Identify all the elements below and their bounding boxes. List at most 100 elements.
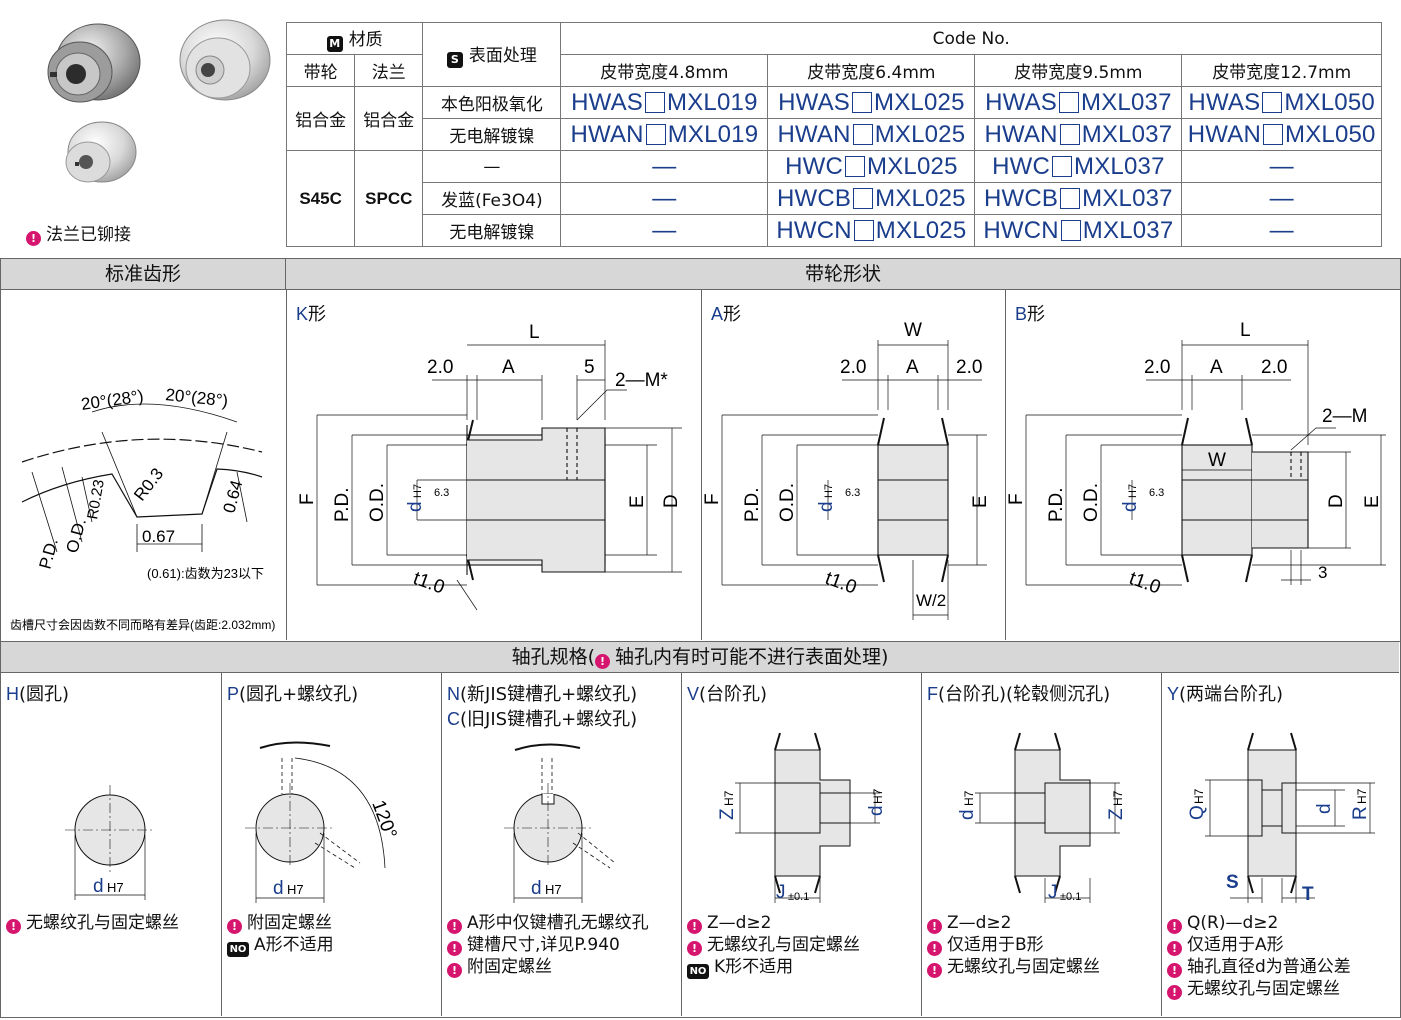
tooth-profile-drawing: 20°(28°) 20°(28°) R0.3 R0.23 0.64 0.67 P… xyxy=(10,385,275,632)
k-dim-L: L xyxy=(529,322,540,343)
k-dim-h7: H7 xyxy=(412,484,424,498)
warning-icon: ! xyxy=(927,963,942,978)
warning-icon: ! xyxy=(595,654,610,669)
b-dim-D: D xyxy=(1326,494,1347,508)
code-cell: — xyxy=(1181,182,1382,215)
a-dim-OD: O.D. xyxy=(777,483,798,522)
b-dim-2r: 2.0 xyxy=(1261,357,1287,378)
warning-icon: ! xyxy=(447,963,462,978)
bore-h-notes: !无螺纹孔与固定螺丝 xyxy=(6,912,179,934)
bore-v-jtol: ±0.1 xyxy=(788,891,809,903)
surface-cell: — xyxy=(422,150,562,183)
k-dim-E: E xyxy=(627,495,648,508)
bore-f-d: d xyxy=(957,809,978,820)
warning-icon: ! xyxy=(6,919,21,934)
bore-y-d: d xyxy=(1314,803,1335,814)
code-cell: — xyxy=(1181,150,1382,183)
divider xyxy=(921,673,922,1016)
b-dim-F: F xyxy=(1006,493,1027,505)
bore-h-label: H(圆孔) xyxy=(6,684,70,705)
bore-c-label: C(旧JIS键槽孔+螺纹孔) xyxy=(447,709,638,730)
bore-n-h7: H7 xyxy=(545,882,562,897)
steel-pulley: S45C xyxy=(285,150,356,247)
bore-h-d: d xyxy=(93,876,104,897)
note-line: !Z—d≥2 xyxy=(687,912,860,934)
bore-y-drawing: Q H7 d R H7 S T xyxy=(1187,732,1375,905)
bore-y-rh7: H7 xyxy=(1355,788,1369,804)
bore-y-label: Y(两端台阶孔) xyxy=(1167,684,1284,705)
b-dim-2l: 2.0 xyxy=(1144,357,1170,378)
b-dim-3: 3 xyxy=(1318,563,1327,582)
bore-v-d: d xyxy=(866,805,887,816)
k-shape-label: K形 xyxy=(296,304,327,325)
bore-v-dh7: H7 xyxy=(871,788,885,804)
warning-icon: ! xyxy=(1167,919,1182,934)
flange-header: 法兰 xyxy=(354,54,424,87)
k-dim-r: 6.3 xyxy=(434,487,449,499)
k-shape-drawing: L 2.0 A 5 2—M* F P.D. O.D. d H7 6.3 E D … xyxy=(297,322,682,611)
warning-icon: ! xyxy=(447,919,462,934)
warning-icon: ! xyxy=(447,941,462,956)
warning-icon: ! xyxy=(227,919,242,934)
b-dim-t: t1.0 xyxy=(1126,568,1163,599)
bore-n-label: N(新JIS键槽孔+螺纹孔) xyxy=(447,684,638,705)
bore-y-s: S xyxy=(1226,872,1239,893)
code-no-header: Code No. xyxy=(560,22,1382,55)
note-line: !无螺纹孔与固定螺丝 xyxy=(6,912,179,934)
a-dim-2r: 2.0 xyxy=(956,357,982,378)
b-dim-M: 2—M xyxy=(1322,406,1367,427)
k-dim-M: 2—M* xyxy=(615,370,668,391)
bore-y-r: R xyxy=(1350,806,1371,820)
k-dim-2: 2.0 xyxy=(427,357,453,378)
bore-v-z: Z xyxy=(717,808,738,820)
k-dim-D: D xyxy=(661,494,682,508)
note-line: !键槽尺寸,详见P.940 xyxy=(447,934,649,956)
b-dim-OD: O.D. xyxy=(1081,483,1102,522)
pulley-photo-small xyxy=(65,121,137,183)
product-photos xyxy=(47,19,271,183)
pulley-header: 带轮 xyxy=(285,54,356,87)
warning-icon: ! xyxy=(687,919,702,934)
no-icon: NO xyxy=(227,942,249,957)
bore-y-qh7: H7 xyxy=(1192,788,1206,804)
bore-y-t: T xyxy=(1302,884,1314,905)
tooth-od: O.D. xyxy=(63,516,90,555)
tooth-profile-title: 标准齿形 xyxy=(1,259,286,290)
k-dim-t: t1.0 xyxy=(410,568,447,599)
width-header: 皮带宽度9.5mm xyxy=(974,54,1183,87)
b-dim-r: 6.3 xyxy=(1149,487,1164,499)
note-line: !无螺纹孔与固定螺丝 xyxy=(687,934,860,956)
divider xyxy=(441,673,442,1016)
bore-v-label: V(台阶孔) xyxy=(687,684,768,705)
bore-v-j: J xyxy=(776,882,786,903)
code-cell: — xyxy=(560,214,769,247)
bore-y-q: Q xyxy=(1187,805,1208,820)
b-shape-label: B形 xyxy=(1015,304,1046,325)
note-line: !Z—d≥2 xyxy=(927,912,1100,934)
k-dim-5: 5 xyxy=(584,357,595,378)
tooth-pd: P.D. xyxy=(36,536,62,571)
bore-p-h7: H7 xyxy=(287,882,304,897)
alu-pulley: 铝合金 xyxy=(285,86,356,151)
pulley-shape-title: 带轮形状 xyxy=(286,259,1400,290)
a-shape-label: A形 xyxy=(711,304,742,325)
bore-n-drawing: d H7 xyxy=(504,743,616,903)
bore-n-notes: !A形中仅键槽孔无螺纹孔 !键槽尺寸,详见P.940 !附固定螺丝 xyxy=(447,912,649,978)
b-dim-h7: H7 xyxy=(1127,484,1139,498)
flange-note: !法兰已铆接 xyxy=(26,220,131,246)
width-header: 皮带宽度4.8mm xyxy=(560,54,769,87)
b-dim-E: E xyxy=(1362,495,1383,508)
a-dim-W: W xyxy=(904,320,922,341)
bore-p-label: P(圆孔+螺纹孔) xyxy=(227,684,359,705)
note-line: !仅适用于B形 xyxy=(927,934,1100,956)
b-dim-W: W xyxy=(1208,450,1226,471)
tooth-064: 0.64 xyxy=(220,478,247,515)
b-dim-d: d xyxy=(1120,501,1141,512)
